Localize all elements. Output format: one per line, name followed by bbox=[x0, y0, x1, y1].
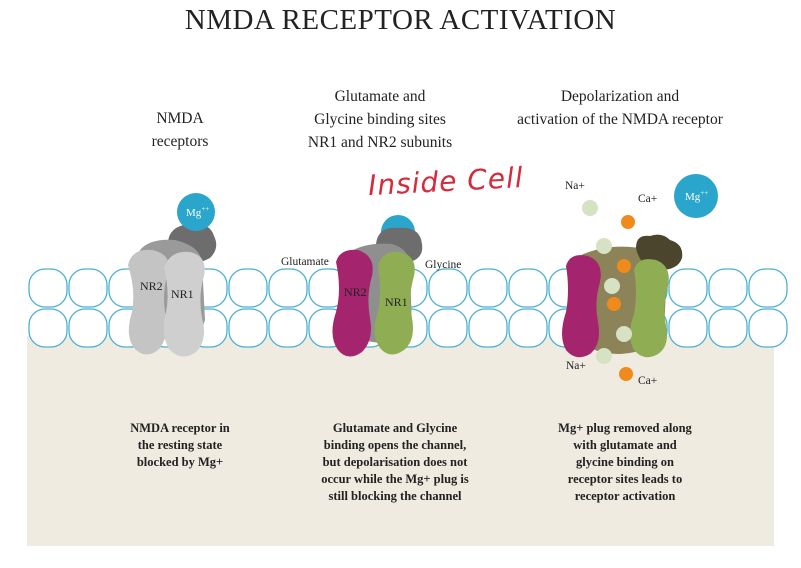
na-ion bbox=[616, 326, 632, 342]
page-title: NMDA RECEPTOR ACTIVATION bbox=[184, 4, 617, 36]
mg-label: Mg++ bbox=[186, 205, 209, 219]
na-ion bbox=[596, 238, 612, 254]
ion-flow bbox=[582, 200, 635, 381]
lipid-cell bbox=[668, 308, 708, 348]
column-heading-resting: NMDA receptors bbox=[151, 110, 209, 150]
lipid-cell bbox=[748, 308, 788, 348]
lipid-cell bbox=[28, 308, 68, 348]
mg-ion-removed bbox=[674, 174, 718, 218]
lipid-cell bbox=[668, 268, 708, 308]
glycine-label: Glycine bbox=[425, 259, 461, 271]
na-label-bottom: Na+ bbox=[566, 360, 586, 372]
nr2-label-resting: NR2 bbox=[140, 279, 163, 293]
column-heading-binding: Glutamate and Glycine binding sites NR1 … bbox=[307, 88, 453, 151]
receptor-activated: Mg++ Na+ Ca+ Na+ Ca+ bbox=[562, 174, 718, 387]
nr1-subunit-resting bbox=[163, 251, 205, 357]
lipid-cell bbox=[428, 268, 468, 308]
lipid-cell bbox=[508, 268, 548, 308]
nr1-subunit-binding bbox=[374, 251, 415, 355]
lipid-cell bbox=[468, 308, 508, 348]
ca-ion bbox=[617, 259, 631, 273]
receptor-binding: Glutamate Glycine NR2 NR1 bbox=[281, 215, 461, 357]
lipid-cell bbox=[708, 308, 748, 348]
lipid-cell bbox=[68, 268, 108, 308]
cytoplasm-region bbox=[27, 336, 774, 546]
lipid-cell bbox=[28, 268, 68, 308]
nr2-subunit-activated bbox=[562, 255, 601, 358]
caption-activation: Mg+ plug removed along with glutamate an… bbox=[558, 421, 692, 503]
ca-label-bottom: Ca+ bbox=[638, 375, 657, 387]
mg-label-activated: Mg++ bbox=[685, 189, 708, 203]
lipid-cell bbox=[708, 268, 748, 308]
na-label-top: Na+ bbox=[565, 180, 585, 192]
nr1-label-resting: NR1 bbox=[171, 287, 194, 301]
ca-label-top: Ca+ bbox=[638, 193, 657, 205]
glutamate-label: Glutamate bbox=[281, 256, 329, 268]
lipid-cell bbox=[228, 268, 268, 308]
na-ion bbox=[582, 200, 598, 216]
nr2-label-binding: NR2 bbox=[344, 285, 367, 299]
nr2-subunit-resting bbox=[128, 249, 169, 355]
lipid-cell bbox=[68, 308, 108, 348]
caption-binding: Glutamate and Glycine binding opens the … bbox=[321, 421, 469, 503]
ca-ion bbox=[607, 297, 621, 311]
mg-ion-resting bbox=[177, 193, 215, 231]
na-ion bbox=[596, 348, 612, 364]
ca-ion bbox=[621, 215, 635, 229]
caption-resting: NMDA receptor in the resting state block… bbox=[130, 421, 230, 469]
lipid-cell bbox=[748, 268, 788, 308]
nr1-label-binding: NR1 bbox=[385, 295, 408, 309]
lipid-cell bbox=[268, 268, 308, 308]
ca-ion bbox=[619, 367, 633, 381]
lipid-cell bbox=[228, 308, 268, 348]
lipid-cell bbox=[508, 308, 548, 348]
receptor-resting: Mg++ NR2 NR1 bbox=[128, 193, 217, 357]
column-heading-activation: Depolarization and activation of the NMD… bbox=[517, 88, 723, 128]
lipid-cell bbox=[428, 308, 468, 348]
na-ion bbox=[604, 278, 620, 294]
nr2-subunit-binding bbox=[332, 249, 373, 357]
lipid-cell bbox=[468, 268, 508, 308]
nr1-subunit-activated bbox=[630, 259, 669, 358]
lipid-cell bbox=[268, 308, 308, 348]
